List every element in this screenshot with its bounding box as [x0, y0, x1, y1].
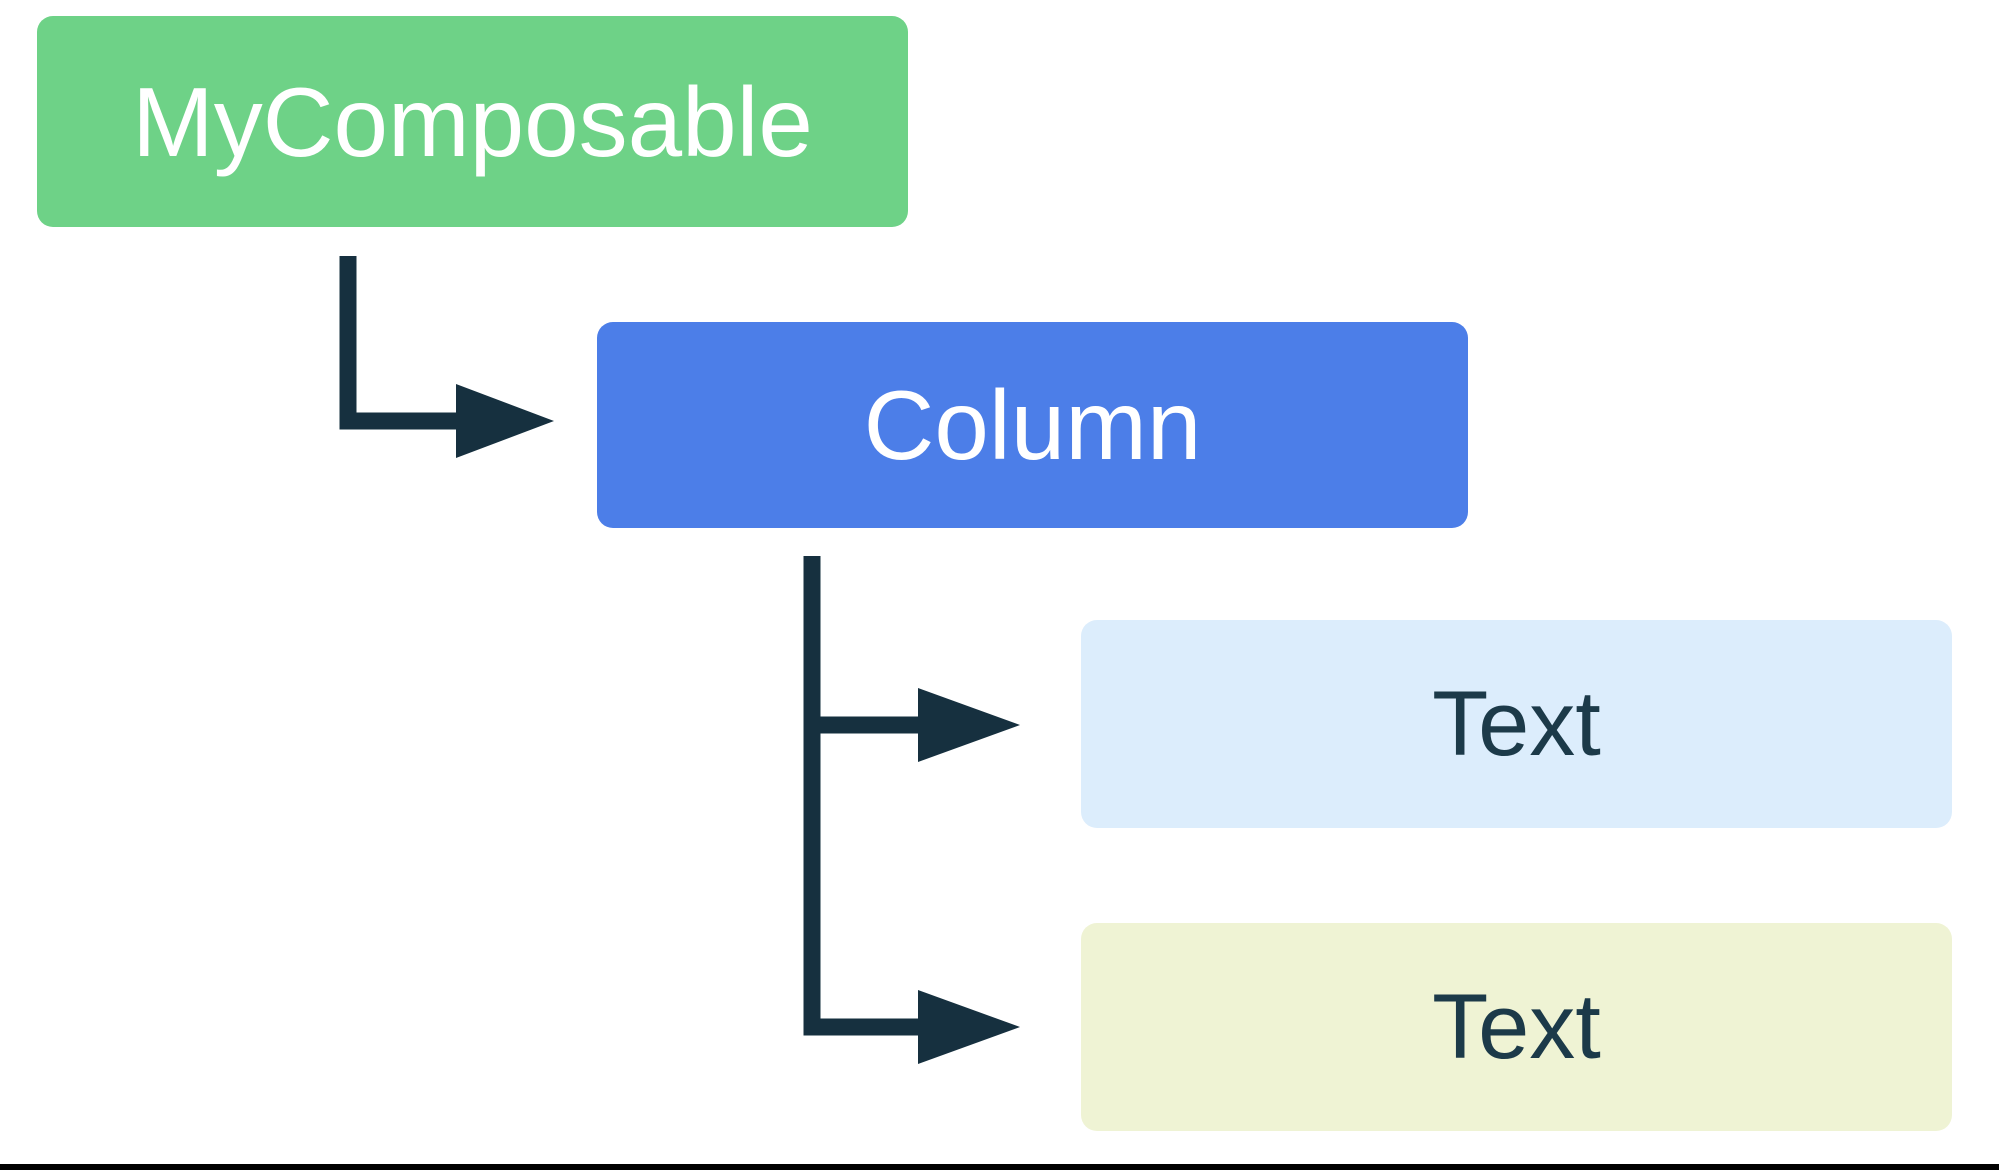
node-text-1-label: Text	[1432, 673, 1601, 775]
connector-column-to-text2-arrowhead-icon	[918, 990, 1020, 1064]
node-text-2: Text	[1081, 923, 1952, 1131]
bottom-rule	[0, 1164, 1999, 1170]
connector-root-to-column	[339, 256, 458, 430]
connector-column-to-text1-arrowhead-icon	[918, 688, 1020, 762]
node-my-composable: MyComposable	[37, 16, 908, 227]
node-column: Column	[597, 322, 1468, 528]
node-my-composable-label: MyComposable	[132, 66, 813, 177]
node-text-2-label: Text	[1432, 976, 1601, 1078]
node-text-1: Text	[1081, 620, 1952, 828]
node-column-label: Column	[863, 370, 1202, 480]
connector-root-to-column-arrowhead-icon	[456, 384, 554, 458]
connector-column-trunk	[803, 556, 920, 1036]
